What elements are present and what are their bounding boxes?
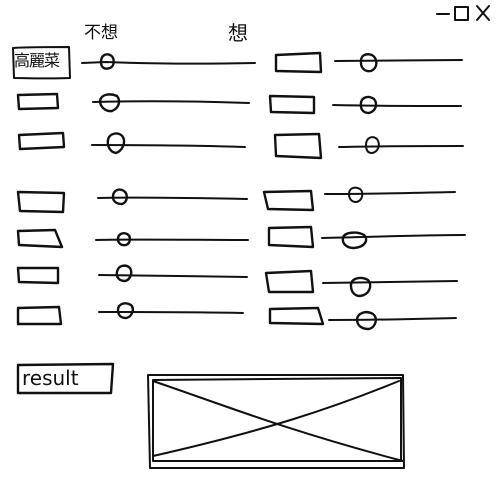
right-checkbox-3[interactable] <box>273 133 321 157</box>
image-placeholder <box>148 375 410 469</box>
right-checkbox-2[interactable] <box>268 92 316 116</box>
right-slider-6-track <box>323 281 458 283</box>
minimize-button[interactable] <box>436 4 454 26</box>
left-slider-3-knob[interactable] <box>104 131 128 155</box>
left-checkbox-7[interactable] <box>16 304 64 328</box>
right-slider-6[interactable] <box>323 266 458 298</box>
right-checkbox-4[interactable] <box>263 188 311 212</box>
right-checkbox-6[interactable] <box>264 270 312 294</box>
left-checkbox-1[interactable]: 高麗菜 <box>12 44 70 78</box>
right-slider-7-knob[interactable] <box>355 308 379 332</box>
right-slider-3-track <box>339 145 464 147</box>
right-slider-2-knob[interactable] <box>356 93 380 117</box>
right-checkbox-7[interactable] <box>268 305 316 329</box>
left-slider-2-knob[interactable] <box>98 90 122 114</box>
right-slider-1-knob[interactable] <box>357 51 381 75</box>
left-checkbox-3[interactable] <box>16 129 64 153</box>
left-slider-5-knob[interactable] <box>112 227 136 251</box>
right-slider-2-track <box>333 105 462 107</box>
left-checkbox-5[interactable] <box>16 227 64 251</box>
right-column-header: 想 <box>228 21 248 45</box>
left-checkbox-2[interactable] <box>15 91 63 115</box>
result-button-label: result <box>22 366 79 390</box>
left-slider-6-knob[interactable] <box>112 261 136 285</box>
left-slider-4-knob[interactable] <box>108 185 132 209</box>
left-column-header: 不想 <box>84 23 118 43</box>
left-checkbox-6[interactable] <box>16 264 64 288</box>
right-checkbox-5[interactable] <box>267 224 315 248</box>
right-checkbox-1[interactable] <box>273 50 321 74</box>
right-slider-3-knob[interactable] <box>360 133 384 157</box>
right-slider-2[interactable] <box>333 90 462 122</box>
left-checkbox-1-label: 高麗菜 <box>14 51 60 70</box>
maximize-button[interactable] <box>454 4 472 26</box>
window-controls <box>436 4 492 26</box>
right-slider-5-knob[interactable] <box>342 228 366 252</box>
right-slider-1[interactable] <box>335 45 463 77</box>
close-button[interactable] <box>474 4 492 26</box>
right-slider-4-knob[interactable] <box>344 183 368 207</box>
right-slider-3[interactable] <box>339 130 464 162</box>
left-slider-7-knob[interactable] <box>113 299 137 323</box>
left-checkbox-4[interactable] <box>16 190 64 214</box>
left-slider-1-knob[interactable] <box>96 50 120 74</box>
right-slider-7[interactable] <box>329 303 457 335</box>
right-slider-6-knob[interactable] <box>348 275 372 299</box>
right-slider-1-track <box>335 60 463 62</box>
right-slider-7-track <box>329 318 457 320</box>
